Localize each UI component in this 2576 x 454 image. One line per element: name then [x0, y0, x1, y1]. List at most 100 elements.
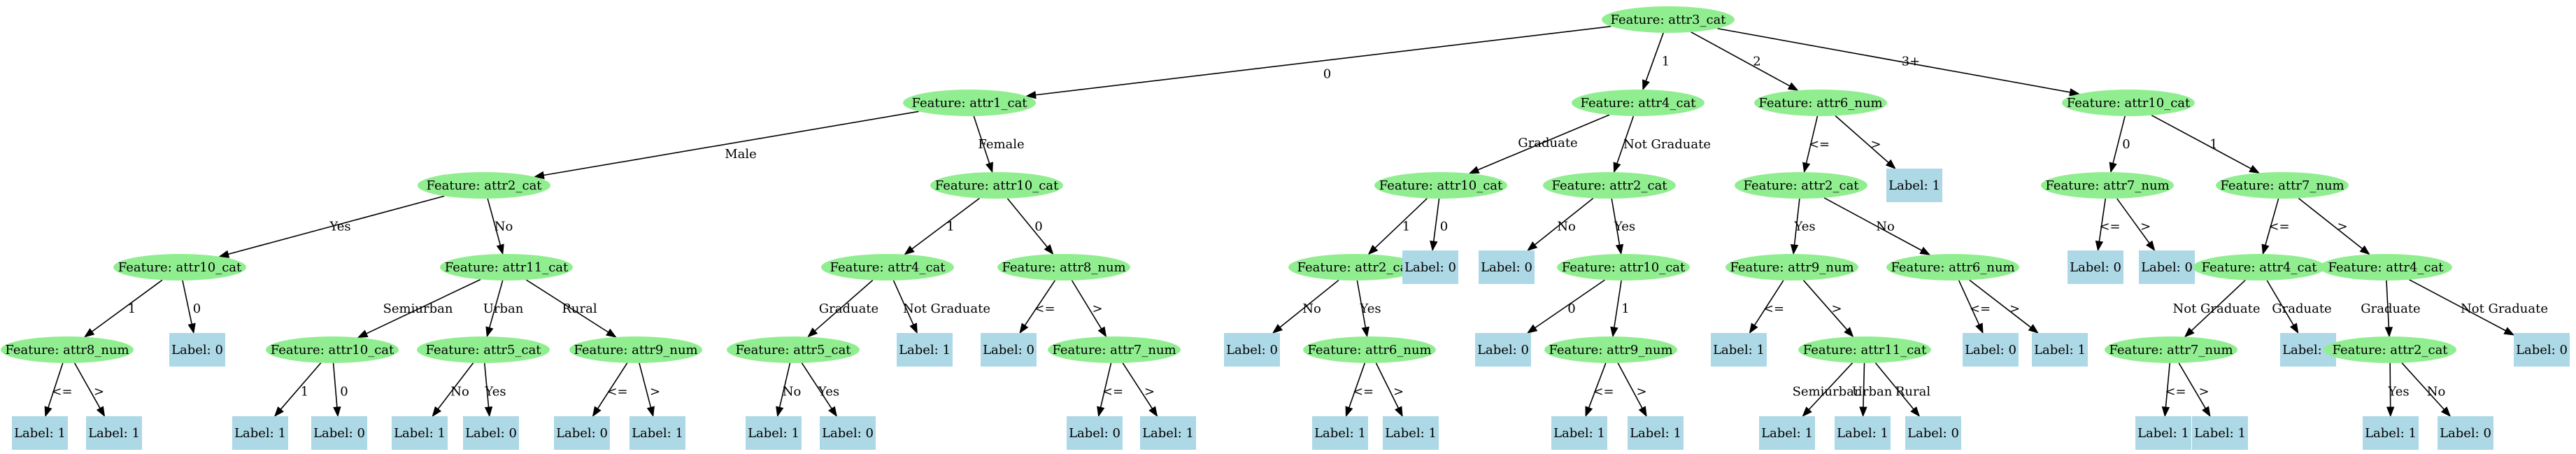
edge-label: 0 [2122, 137, 2130, 152]
arrowhead-icon [333, 406, 341, 418]
node-label: Label: 0 [1404, 260, 1456, 275]
node-label: Feature: attr10_cat [1379, 178, 1503, 193]
edge-line [801, 362, 832, 409]
arrowhead-icon [606, 328, 617, 338]
edge-line [1534, 197, 1594, 246]
arrowhead-icon [218, 250, 230, 258]
edge-line [1122, 362, 1153, 409]
edge-n47-n49: > [1802, 280, 1854, 338]
node-label: Label: 0 [171, 343, 223, 357]
edge-line [778, 362, 791, 408]
arrowhead-icon [1844, 327, 1854, 338]
edge-label: Semiurban [383, 302, 453, 316]
edge-label: 3+ [1902, 55, 1921, 69]
node-label: Feature: attr7_num [2109, 343, 2233, 357]
feature-node-shape [1798, 336, 1931, 363]
edge-line [1071, 280, 1102, 329]
arrowhead-icon [776, 406, 784, 418]
edge-line [1793, 198, 1800, 246]
edge-n45-n56: > [1835, 115, 1896, 169]
edge-line [911, 197, 981, 250]
edge-line [1024, 280, 1056, 326]
feature-node-n32: Feature: attr2_cat [1288, 254, 1421, 281]
edge-n27-n28: <= [1097, 362, 1123, 418]
arrowhead-icon [1638, 406, 1647, 418]
edge-n1-n57: 3+ [1717, 27, 2080, 97]
edge-label: No [1302, 302, 1321, 316]
feature-node-shape [1754, 90, 1887, 116]
edge-label: 1 [1621, 302, 1629, 316]
edge-line [1035, 25, 1611, 96]
edge-label: > [1831, 302, 1842, 316]
leaf-node-shape [392, 416, 448, 450]
edge-n13-n15: Yes [483, 362, 506, 418]
edge-label: <= [1593, 385, 1614, 399]
leaf-node-shape [2192, 416, 2248, 450]
edge-label: <= [1763, 302, 1784, 316]
leaf-node-n12: Label: 0 [311, 416, 367, 450]
edge-n4-n5: 1 [83, 279, 163, 338]
edge-label: > [2198, 385, 2209, 399]
node-label: Feature: attr6_num [1891, 260, 2014, 275]
node-label: Label: 0 [2070, 260, 2121, 275]
edge-n30-n38: Not Graduate [1613, 115, 1711, 173]
edge-label: Female [978, 137, 1024, 152]
arrowhead-icon [1527, 241, 1538, 251]
edge-n30-n31: Graduate [1468, 114, 1610, 174]
node-label: Label: 1 [394, 426, 446, 441]
edge-line [489, 280, 504, 328]
edge-label: > [2009, 302, 2020, 316]
node-label: Feature: attr8_num [1002, 260, 1125, 275]
leaf-node-n64: Label: 1 [2135, 416, 2191, 450]
node-label: Label: 0 [1965, 343, 2016, 357]
edge-n16-n17: <= [592, 362, 628, 418]
edge-label: <= [1809, 137, 1830, 152]
node-label: Feature: attr4_cat [2201, 260, 2317, 275]
edge-line [2386, 280, 2390, 328]
node-label: Label: 0 [1481, 260, 1532, 275]
edge-n63-n65: > [2178, 362, 2211, 418]
edge-n40-n42: 1 [1610, 280, 1630, 338]
node-label: Feature: attr2_cat [2332, 343, 2448, 357]
node-label: Label: 1 [1385, 426, 1437, 441]
edge-label: <= [1102, 385, 1123, 399]
leaf-node-n48: Label: 1 [1711, 333, 1767, 367]
arrowhead-icon [2261, 243, 2270, 255]
leaf-node-n8: Label: 0 [169, 333, 225, 367]
arrowhead-icon [1367, 244, 1379, 255]
edge-line [1614, 280, 1622, 328]
node-label: Feature: attr7_num [2045, 178, 2169, 193]
edge-label: Graduate [2272, 302, 2331, 316]
leaf-node-shape [463, 416, 519, 450]
node-label: Label: 0 [1226, 343, 1278, 357]
feature-node-n46: Feature: attr2_cat [1735, 172, 1867, 199]
leaf-node-shape [2139, 250, 2195, 284]
arrowhead-icon [985, 162, 993, 173]
node-label: Feature: attr2_cat [1551, 178, 1667, 193]
node-label: Label: 1 [1713, 343, 1765, 357]
arrowhead-icon [2386, 406, 2395, 418]
arrowhead-icon [432, 406, 442, 418]
feature-node-n1: Feature: attr3_cat [1602, 6, 1735, 33]
edge-line [1535, 279, 1605, 329]
edge-label: Yes [1359, 302, 1381, 316]
edge-line [892, 280, 914, 325]
feature-node-shape [418, 172, 550, 199]
edge-n53-n54: <= [1958, 280, 1991, 334]
arrowhead-icon [2249, 164, 2261, 173]
edge-line [2112, 115, 2126, 164]
node-label: Feature: attr4_cat [1580, 96, 1696, 111]
edge-n46-n53: No [1823, 197, 1931, 255]
leaf-node-n60: Label: 0 [2139, 250, 2195, 284]
leaf-node-n37: Label: 0 [1402, 250, 1458, 284]
edge-line [1375, 362, 1400, 409]
edge-line [1611, 198, 1621, 246]
node-label: Label: 0 [313, 426, 365, 441]
arrowhead-icon [1526, 324, 1538, 334]
leaf-node-n50: Label: 1 [1759, 416, 1815, 450]
arrowhead-icon [484, 406, 493, 418]
edge-n68-n70: No [2401, 362, 2452, 418]
edge-line [2265, 198, 2279, 246]
edge-label: > [1144, 385, 1155, 399]
edge-line [2178, 362, 2206, 409]
